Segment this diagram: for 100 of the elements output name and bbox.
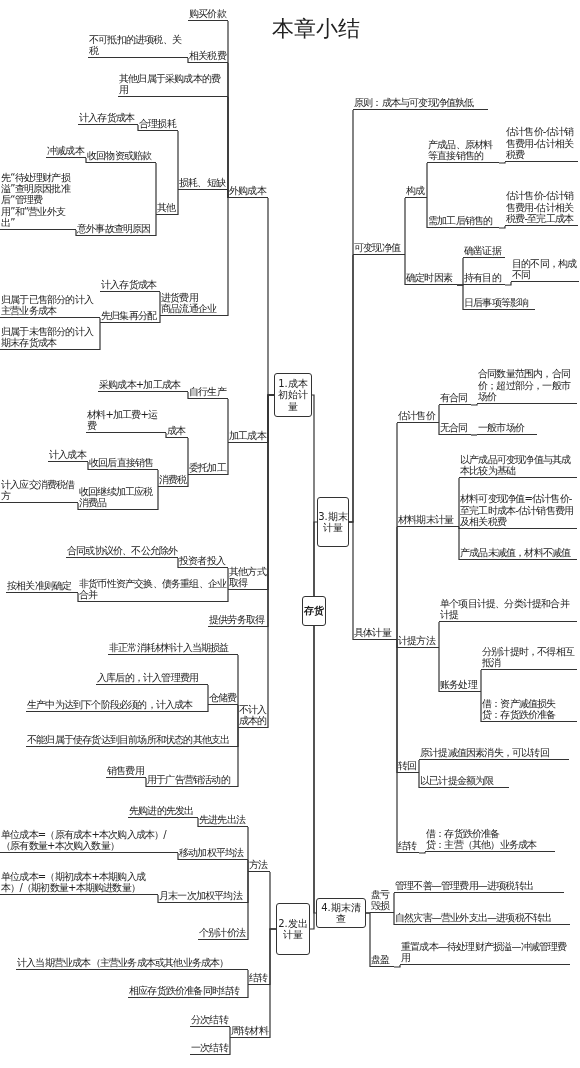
topic-label: 损耗、短缺 [178, 176, 228, 190]
connector-line [404, 197, 406, 256]
topic-label: 归属于已售部分的计入主营业务成本 [0, 293, 100, 318]
topic-label: 有合同 [439, 391, 471, 405]
topic-label: 确凿证据 [463, 244, 505, 258]
topic-label: 盘盈 [370, 953, 394, 967]
branch-title: 3.期末 [318, 510, 348, 522]
connector-line [237, 704, 239, 729]
topic-label: 相应存货跌价准备同时结转 [128, 984, 248, 998]
connector-line [227, 442, 229, 476]
connector-line [269, 928, 277, 1039]
topic-label: 周转材料 [230, 1024, 270, 1038]
topic-label: 估计售价-估计销售费用-估计相关税费 [505, 126, 578, 162]
connector-line [393, 912, 395, 926]
connector-line [438, 647, 440, 693]
topic-label: 盘亏毁损 [370, 888, 394, 913]
topic-label: 入库后的，计入管理费用 [96, 671, 208, 685]
connector-line [247, 871, 249, 941]
connector-line [207, 704, 209, 713]
connector-line [187, 474, 189, 488]
topic-label: 估计售价-估计销售费用-估计相关税费-至完工成本 [505, 190, 578, 226]
connector-line [480, 669, 482, 693]
topic-label: 月末一次加权平均法 [158, 889, 248, 903]
topic-label: 原计提减值因素消失，可以转回 [419, 746, 569, 760]
topic-label: 移动加权平均法 [178, 846, 248, 860]
topic-label: 材料+加工费+运费 [86, 408, 166, 433]
connector-line [498, 161, 506, 164]
connector-line [458, 526, 460, 561]
branch-title: 2.发出 [278, 917, 308, 929]
topic-label: 合理损耗 [138, 117, 178, 131]
branch-title: 4.期末清查 [320, 901, 362, 925]
topic-text: 贷：存货跌价准备 [482, 708, 557, 720]
connector-line [418, 759, 420, 774]
topic-label: 产成品、原材料等直接销售的 [427, 138, 499, 163]
connector-line [85, 157, 87, 164]
topic-label: 购买价款 [188, 7, 228, 21]
topic-label: 计入存货成本 [78, 111, 138, 125]
connector-line [75, 229, 77, 237]
connector-line [229, 1026, 231, 1039]
branch-title: 计量 [323, 522, 343, 534]
connector-line [426, 197, 428, 229]
topic-label: 自行生产 [188, 385, 228, 399]
topic-label: 账务处理 [439, 678, 481, 692]
topic-label: 分次结转 [190, 1013, 230, 1027]
topic-label: 先归集再分配 [100, 309, 160, 323]
connector-line [404, 254, 406, 286]
connector-line [480, 691, 482, 723]
topic-label: 管理不善—管理费用—进项税转出 [394, 879, 564, 893]
topic-label: 销售费用 [106, 764, 146, 778]
connector-line [87, 461, 89, 471]
topic-label: 计入成本 [48, 448, 88, 462]
title: 本章小结 [272, 15, 360, 43]
topic-label: 个别计价法 [198, 926, 248, 940]
connector-line [237, 727, 239, 788]
topic-text: 借：存货跌价准备 [426, 827, 500, 839]
topic-label: 先购进的先发出 [128, 804, 198, 818]
connector-line [157, 894, 159, 904]
connector-line [438, 621, 440, 649]
topic-label: 一次结转 [190, 1041, 230, 1055]
topic-label: 投资者投入 [178, 554, 228, 568]
connector-line [498, 225, 506, 229]
connector-line [365, 912, 371, 968]
topic-label: 生产中为达到下个阶段必须的，计入成本 [26, 698, 208, 712]
connector-line [396, 526, 398, 641]
topic-label: 按相关准则确定 [6, 579, 78, 593]
topic-label: 其他归属于采购成本的费用 [118, 72, 228, 97]
topic-label: 意外事故查明原因 [76, 222, 156, 236]
topic-label: 仓储费 [208, 691, 238, 705]
connector-line [157, 486, 159, 511]
connector-line [77, 592, 79, 603]
topic-underline [425, 827, 555, 852]
topic-label: 一般市场价 [477, 421, 537, 435]
topic-label: 合同数量范围内，合同价；超过部分，一般市场价 [477, 368, 577, 404]
branch-box [276, 903, 310, 955]
connector-line [187, 57, 189, 64]
connector-line [267, 394, 275, 729]
topic-label: 计入当期营业成本（主营业务成本或其他业务成本） [16, 956, 248, 970]
connector-line [99, 317, 101, 324]
topic-label: 确定时因素 [405, 271, 457, 285]
connector-line [247, 969, 249, 986]
connector-line [458, 477, 460, 528]
topic-label: 其他 [156, 201, 178, 215]
topic-label: 具体计量 [353, 626, 397, 640]
topic-label: 原则：成本与可变现净值孰低 [353, 96, 488, 110]
topic-label: 消费税 [158, 473, 188, 487]
topic-label: 重置成本—待处理财产损溢—冲减管理费用 [400, 940, 570, 965]
topic-label: 归属于未售部分的计入期末存货成本 [0, 325, 100, 350]
topic-label: 材料可变现净值=估计售价-至完工时成本-估计销售费用及相关税费 [459, 493, 577, 529]
connector-line [438, 404, 440, 424]
topic-label: 可变现净值 [353, 241, 405, 255]
topic-label: 转回 [397, 759, 419, 773]
topic-label: 冲减成本 [46, 144, 86, 158]
connector-line [77, 502, 79, 511]
topic-label: 以产成品可变现净值与其成本比较为基础 [459, 453, 577, 478]
topic-text: 贷：主营（其他）业务成本 [426, 838, 538, 850]
connector-line [247, 859, 249, 873]
branch-title: 初始计量 [277, 389, 309, 412]
connector-line [159, 315, 161, 324]
connector-line [504, 281, 512, 286]
connector-line [159, 291, 161, 317]
